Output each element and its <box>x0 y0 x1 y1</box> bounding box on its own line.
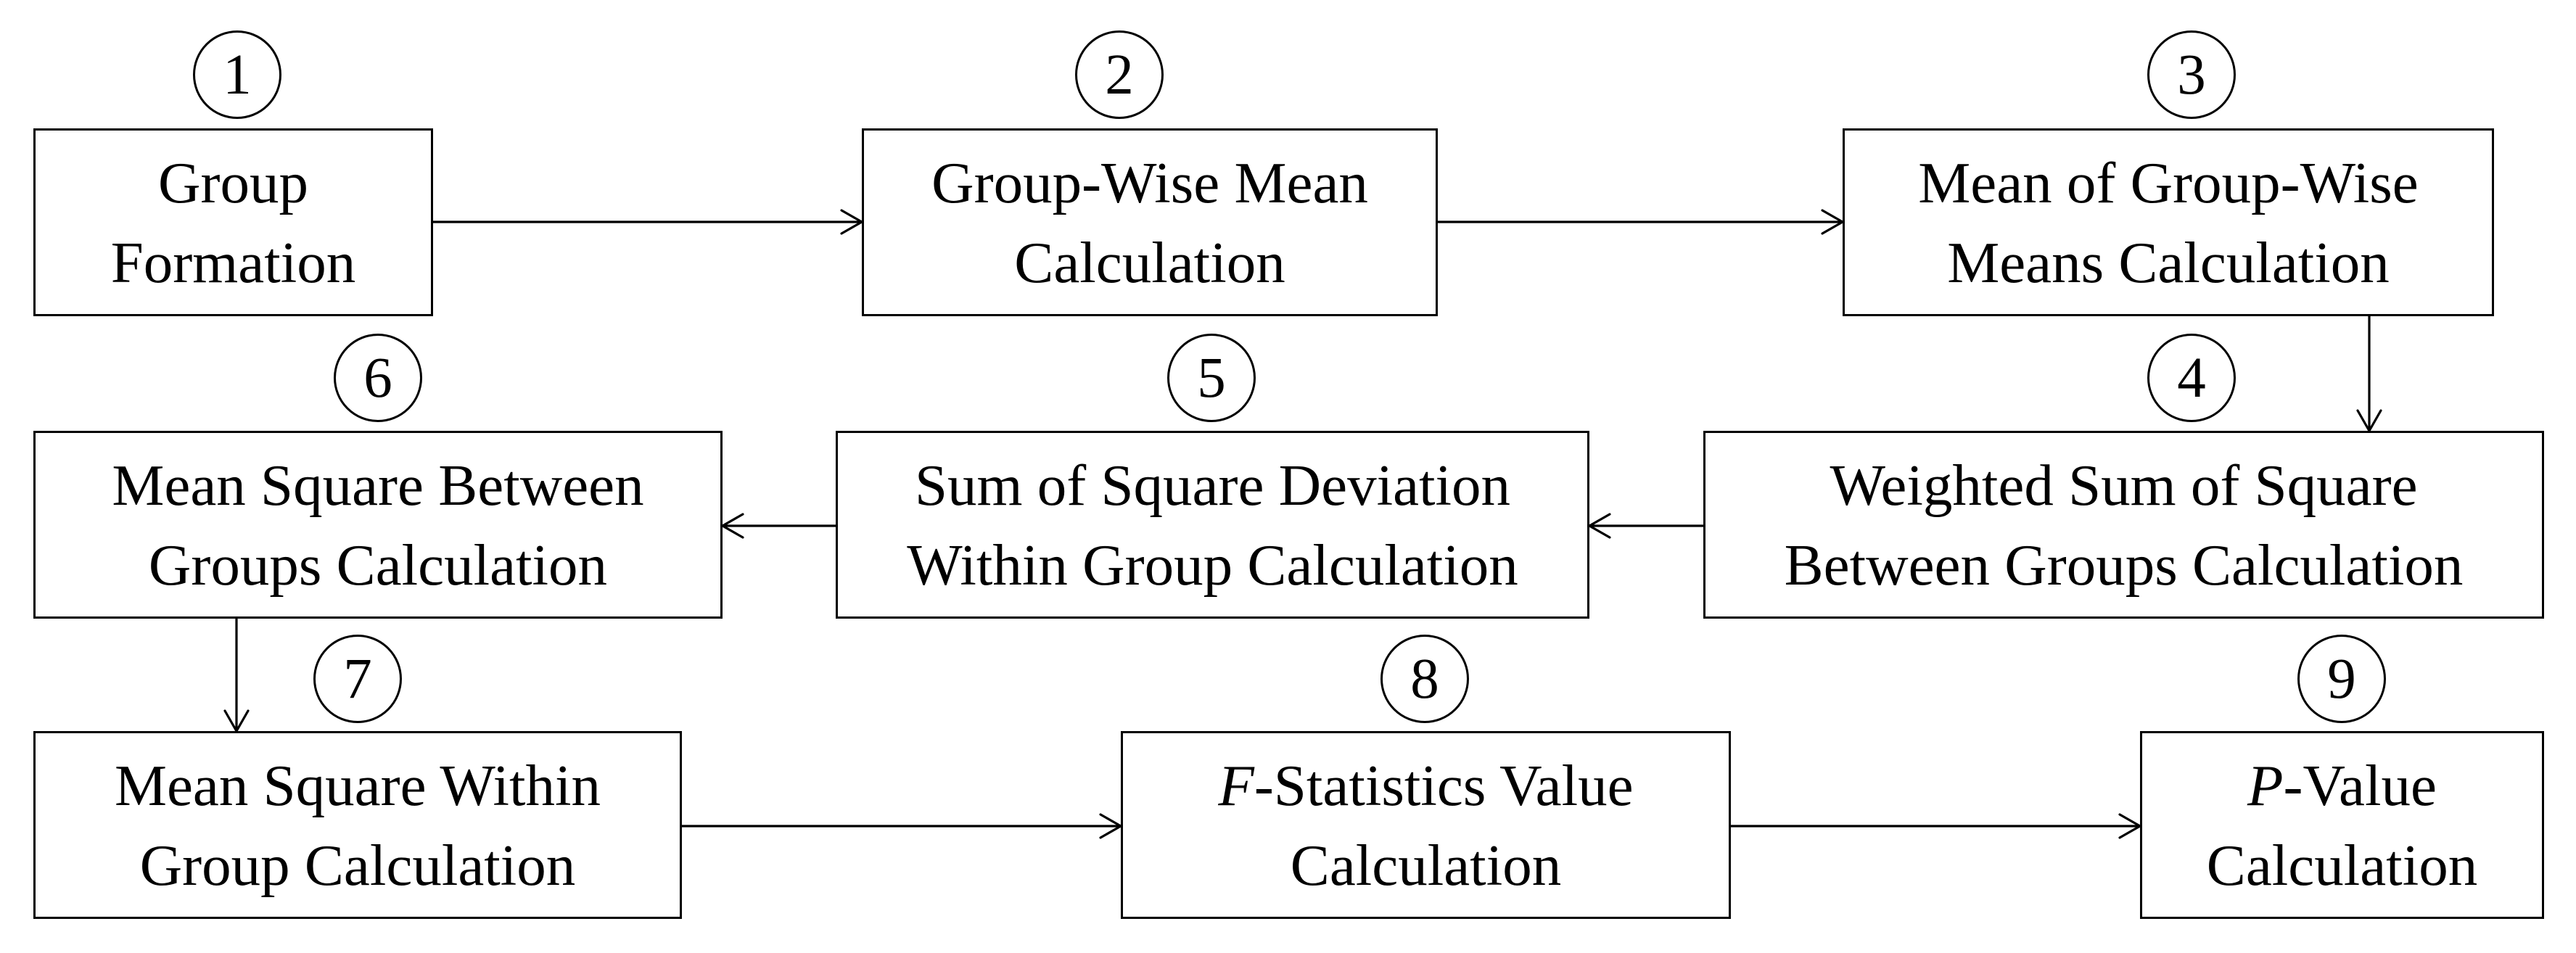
step-number: 3 <box>2177 43 2206 107</box>
step-number: 5 <box>1197 346 1226 410</box>
p-symbol: P <box>2247 752 2284 818</box>
step-number-badge: 3 <box>2147 30 2236 119</box>
step-number-badge: 2 <box>1075 30 1164 119</box>
step-number-badge: 9 <box>2297 635 2386 723</box>
step-label-line2: Groups Calculation <box>148 532 608 598</box>
step-number-badge: 5 <box>1167 334 1256 422</box>
step-label-line1: Group-Wise Mean <box>931 149 1368 215</box>
step-box-mean-of-group-wise-means: Mean of Group-Wise Means Calculation <box>1843 128 2494 316</box>
step-box-f-statistics-value: F-Statistics Value Calculation <box>1121 731 1731 919</box>
step-label-line1: P-Value <box>2247 746 2437 825</box>
step-label-line2: Calculation <box>1290 832 1562 898</box>
step-box-weighted-sum-of-square: Weighted Sum of Square Between Groups Ca… <box>1703 431 2544 619</box>
step-label-line1: Weighted Sum of Square <box>1830 452 2418 518</box>
step-label-line2: Calculation <box>1014 229 1285 295</box>
step-number: 9 <box>2327 647 2356 711</box>
step-number: 8 <box>1410 647 1439 711</box>
step-label-line2: Group Calculation <box>139 832 576 898</box>
step-number: 4 <box>2177 346 2206 410</box>
step-number: 1 <box>223 43 252 107</box>
step-box-mean-square-between: Mean Square Between Groups Calculation <box>33 431 723 619</box>
step-number-badge: 8 <box>1380 635 1469 723</box>
arrow-step8-to-step9 <box>1729 813 2141 839</box>
step-label-line2: Between Groups Calculation <box>1784 532 2464 598</box>
step-box-p-value: P-Value Calculation <box>2140 731 2544 919</box>
step-number: 2 <box>1105 43 1134 107</box>
step-label-line2: Formation <box>110 229 356 295</box>
step-label-line1: Mean Square Between <box>112 452 644 518</box>
f-symbol: F <box>1218 752 1254 818</box>
step-number-badge: 1 <box>193 30 281 119</box>
step-number-badge: 4 <box>2147 334 2236 422</box>
step-number: 6 <box>363 346 392 410</box>
step-label-line1-rest: -Statistics Value <box>1254 752 1634 818</box>
step-label-line1: F-Statistics Value <box>1218 746 1633 825</box>
step-number: 7 <box>343 647 372 711</box>
step-label-line1: Mean Square Within <box>114 752 601 818</box>
step-box-sum-of-square-deviation: Sum of Square Deviation Within Group Cal… <box>836 431 1589 619</box>
step-number-badge: 7 <box>313 635 402 723</box>
arrow-step1-to-step2 <box>432 209 863 235</box>
step-label-line1: Group <box>158 149 308 215</box>
arrow-step3-to-step4 <box>2356 315 2382 432</box>
step-label-line2: Calculation <box>2206 832 2478 898</box>
step-label-line2: Means Calculation <box>1947 229 2390 295</box>
step-label-line2: Within Group Calculation <box>907 532 1518 598</box>
step-label-line1: Mean of Group-Wise <box>1918 149 2419 215</box>
step-label-line1-rest: -Value <box>2283 752 2437 818</box>
step-box-mean-square-within: Mean Square Within Group Calculation <box>33 731 682 919</box>
step-box-group-formation: Group Formation <box>33 128 433 316</box>
arrow-step4-to-step5 <box>1588 513 1705 539</box>
arrow-step5-to-step6 <box>721 513 837 539</box>
step-number-badge: 6 <box>334 334 422 422</box>
step-label-line1: Sum of Square Deviation <box>914 452 1511 518</box>
arrow-step7-to-step8 <box>680 813 1122 839</box>
arrow-step2-to-step3 <box>1436 209 1844 235</box>
step-box-group-wise-mean: Group-Wise Mean Calculation <box>862 128 1438 316</box>
arrow-step6-to-step7 <box>223 617 250 733</box>
